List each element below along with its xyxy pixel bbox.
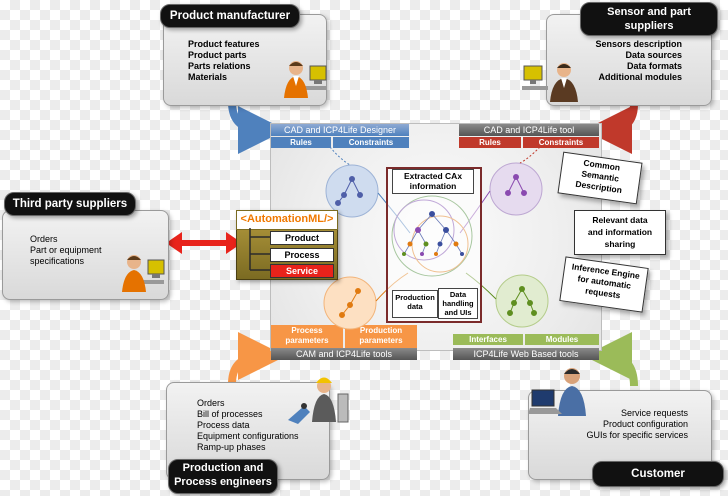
arrow-production: [228, 332, 286, 385]
extracted-title: Extracted CAx information: [392, 169, 474, 194]
extracted-title-line2: information: [409, 181, 457, 191]
circles-layer: [323, 146, 549, 330]
tree-circle-green: [495, 274, 549, 328]
production-title: Production and Process engineers: [168, 459, 278, 494]
list-item: Parts relations: [188, 61, 251, 71]
list-item: Materials: [188, 72, 228, 82]
person-with-laptop-icon: [528, 368, 586, 416]
customer-title: Customer: [592, 461, 724, 487]
constraints-tab-red: Constraints: [523, 137, 599, 148]
arrow-manufacturer: [228, 101, 286, 154]
cad-designer-bar: CAD and ICP4Life Designer: [271, 124, 409, 136]
arrow-customer: [584, 332, 638, 387]
rules-tab-red: Rules: [459, 137, 521, 148]
production-list: Orders Bill of processes Process data Eq…: [197, 398, 299, 453]
extracted-title-line1: Extracted CAx: [403, 171, 463, 181]
production-data-line2: data: [407, 302, 423, 311]
tree-icon: [507, 286, 537, 316]
relevant-line2: and information: [587, 227, 653, 237]
cam-tools-bar: CAM and ICP4Life tools: [271, 348, 417, 360]
cad-tool-bar: CAD and ICP4Life tool: [459, 124, 599, 136]
web-tools-bar: ICP4Life Web Based tools: [453, 348, 599, 360]
aml-service-box: Service: [270, 264, 334, 278]
aml-product-box: Product: [270, 231, 334, 245]
manufacturer-title: Product manufacturer: [160, 4, 300, 28]
third-party-list: Orders Part or equipment specifications: [30, 234, 102, 267]
list-item: Orders: [197, 398, 225, 408]
engineer-with-robot-icon: [288, 377, 349, 424]
list-item: Equipment configurations: [197, 431, 299, 441]
production-data-line1: Production: [395, 293, 435, 302]
relevant-line3: sharing: [604, 239, 636, 249]
production-title-line2: Process engineers: [174, 476, 272, 488]
process-parameters-tab: Process parameters: [271, 325, 343, 348]
aml-process-box: Process: [270, 248, 334, 262]
data-handling-line2: handling: [442, 299, 474, 308]
tree-circle-purple: [489, 162, 543, 216]
data-handling-line3: and UIs: [444, 308, 472, 317]
arrow-sensor: [584, 103, 638, 154]
customer-list: Service requests Product configuration G…: [560, 408, 688, 441]
interfaces-tab: Interfaces: [453, 334, 523, 345]
automationml-label: AutomationML: [246, 213, 324, 225]
list-item: Product configuration: [602, 419, 688, 429]
list-item: Sensors description: [595, 39, 682, 49]
angle-open-icon: <: [240, 213, 247, 225]
sensor-title: Sensor and part suppliers: [580, 2, 718, 36]
person-at-computer-icon: [284, 61, 327, 98]
sensor-title-line1: Sensor and part: [607, 6, 691, 18]
list-item: Orders: [30, 234, 58, 244]
relevant-line1: Relevant data: [592, 215, 648, 225]
list-item: Product parts: [188, 50, 247, 60]
data-handling-line1: Data: [449, 290, 467, 299]
list-item: GUIs for specific services: [586, 430, 688, 440]
arrow-third-party: [166, 232, 242, 254]
sensor-title-line2: suppliers: [624, 20, 674, 32]
production-data-box: Production data: [392, 290, 438, 318]
process-parameters-label: Process parameters: [285, 326, 329, 345]
tree-icon: [335, 176, 363, 206]
aml-tree-lines: [249, 228, 270, 271]
list-item: Service requests: [620, 408, 688, 418]
list-item: Data formats: [626, 61, 682, 71]
list-item: Product features: [188, 39, 260, 49]
constraints-tab-blue: Constraints: [333, 137, 409, 148]
list-item: Additional modules: [598, 72, 682, 82]
list-item: Data sources: [625, 50, 682, 60]
manufacturer-list: Product features Product parts Parts rel…: [188, 39, 260, 83]
network-graph-icon: [391, 195, 473, 277]
modules-tab: Modules: [525, 334, 599, 345]
list-item: Ramp-up phases: [197, 442, 266, 452]
relevant-data-note: Relevant data and information sharing: [574, 210, 666, 255]
tree-icon: [339, 288, 361, 318]
person-at-computer-icon: [522, 63, 578, 102]
data-handling-box: Data handling and UIs: [438, 288, 478, 319]
production-title-line1: Production and: [182, 462, 264, 474]
slash-close-icon: />: [323, 213, 334, 225]
list-item: Part or equipment: [30, 245, 102, 255]
list-item: Process data: [197, 420, 250, 430]
list-item: Bill of processes: [197, 409, 263, 419]
third-party-title: Third party suppliers: [4, 192, 136, 216]
list-item: specifications: [30, 256, 85, 266]
tree-icon: [505, 174, 527, 196]
automationml-logo: <AutomationML/>: [236, 210, 338, 230]
production-parameters-tab: Production parameters: [345, 325, 417, 348]
sensor-list: Sensors description Data sources Data fo…: [588, 39, 682, 83]
production-parameters-label: Production parameters: [359, 326, 403, 345]
rules-tab-blue: Rules: [271, 137, 331, 148]
person-at-computer-icon: [122, 255, 165, 292]
